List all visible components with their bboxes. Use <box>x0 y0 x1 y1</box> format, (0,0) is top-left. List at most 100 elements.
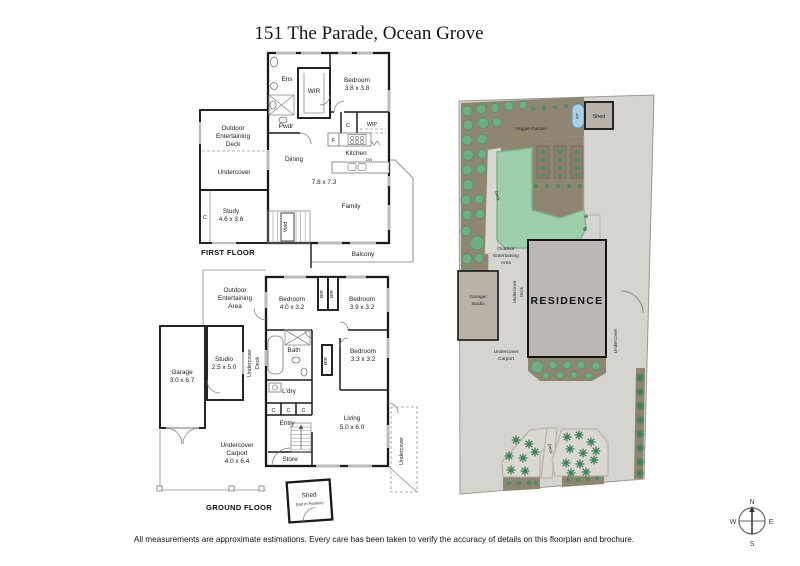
site-shed-label: Shed <box>593 114 606 120</box>
compass-north-arrow <box>749 506 755 512</box>
gf-undercover-outline <box>390 406 418 493</box>
room-label-carport-1: Undercover <box>220 442 254 449</box>
compass-n-label: N <box>749 497 754 506</box>
site-plan: WT Shed Veggie Garden <box>457 94 655 495</box>
room-label-oea-3: Area <box>228 303 242 310</box>
site-label-veggie-garden: Veggie Garden <box>515 126 547 132</box>
gf-garage-door-arcs <box>165 427 200 445</box>
site-trees <box>460 100 528 278</box>
compass-rose: N E S W <box>730 497 774 548</box>
room-dims-garage: 3.0 x 6.7 <box>170 377 195 384</box>
room-label-pwdr: Pwdr <box>279 123 294 130</box>
room-label-fridge: F <box>332 138 336 144</box>
room-label-study: Study <box>223 208 240 215</box>
ff-windows <box>198 51 391 245</box>
room-label-family: Family <box>342 203 362 210</box>
room-label-dw: DW <box>366 157 373 162</box>
room-label-balcony: Balcony <box>352 251 376 258</box>
site-residence <box>527 239 607 358</box>
room-label-oea-2: Entertaining <box>218 295 253 302</box>
gf-undercover-diagonal <box>387 465 418 493</box>
site-label-residence: RESIDENCE <box>531 295 604 307</box>
room-label-bed3: Bedroom <box>350 348 376 355</box>
site-label-deck-upper: Deck <box>494 190 502 202</box>
ff-study-outline <box>199 189 269 244</box>
room-label-kitchen: Kitchen <box>345 150 367 157</box>
room-label-c1: C <box>272 408 276 414</box>
site-garage-studio <box>457 270 499 341</box>
gf-studio-door-arc <box>206 379 221 394</box>
ground-floor-plan: Shed (Not In Position) Outdoor Entertain… <box>156 269 418 524</box>
room-label-living: Living <box>344 415 361 422</box>
site-label-carport-2: Carport <box>498 356 515 362</box>
room-label-ens: Ens <box>281 76 292 83</box>
room-dims-bed2: 3.9 x 3.2 <box>350 304 375 311</box>
site-label-oea-3: Area <box>501 260 511 266</box>
ff-kitchen-fittings <box>327 132 390 174</box>
site-label-undercover-deck-2: Deck <box>519 286 524 297</box>
gf-shed: Shed (Not In Position) <box>285 478 334 524</box>
ff-outdoor-deck-outline <box>199 109 269 191</box>
room-label-undercover-deck-1: Undercover <box>247 349 253 377</box>
room-label-studio: Studio <box>215 356 234 363</box>
room-dims-living-area: 7.8 x 7.3 <box>312 179 337 186</box>
gf-carport-outline <box>156 430 266 492</box>
ff-ensuite-fixtures <box>268 56 295 124</box>
gf-windows <box>264 275 390 468</box>
room-label-bir2: BIR <box>329 289 335 298</box>
ff-wir-outline <box>297 67 331 119</box>
site-driveway-edge <box>583 136 601 243</box>
room-label-carport-2: Carport <box>226 450 248 457</box>
room-label-wip: WIP <box>367 122 378 128</box>
room-dims-carport: 4.0 x 6.4 <box>225 458 250 465</box>
gf-door-arcs <box>253 307 399 467</box>
site-planter-boxes <box>536 145 584 179</box>
room-dims-study: 4.6 x 3.6 <box>219 216 244 223</box>
shed-label: Shed <box>301 491 317 499</box>
disclaimer-text: All measurements are approximate estimat… <box>134 535 634 544</box>
gf-stairs <box>290 422 312 453</box>
first-floor-plan: Ens WIR Bedroom 3.8 x 3.8 Pwdr C WIP F D… <box>198 51 414 268</box>
room-label-oea-1: Outdoor <box>223 287 247 294</box>
room-label-study-cupboard: C <box>203 215 207 221</box>
room-label-c3: C <box>302 408 306 414</box>
room-label-undercover-right: Undercover <box>399 437 405 465</box>
room-label-ldry: L'dry <box>282 388 296 395</box>
ground-floor-title: GROUND FLOOR <box>206 503 272 512</box>
site-label-undercover-deck-1: Undercover <box>512 280 517 303</box>
room-dims-studio: 2.5 x 5.0 <box>212 364 237 371</box>
room-label-bed1: Bedroom <box>279 296 305 303</box>
site-shrubs <box>530 360 601 380</box>
room-label-garage: Garage <box>171 369 193 376</box>
site-label-deck-lower: Deck <box>547 443 554 455</box>
compass-w-label: W <box>730 517 737 526</box>
site-label-garage-2: Studio <box>471 301 485 307</box>
room-label-bedroom: Bedroom <box>344 77 370 84</box>
room-label-bed2: Bedroom <box>349 296 375 303</box>
site-label-carport-1: Undercover <box>494 349 519 355</box>
room-label-bir1: BIR <box>319 289 325 298</box>
room-label-wir: WIR <box>308 88 321 95</box>
ff-door-arcs <box>299 94 345 145</box>
room-label-entry: Entry <box>280 420 296 427</box>
room-label-outdoor-deck-2: Entertaining <box>216 133 251 140</box>
site-label-oea-2: Entertaining <box>493 253 519 259</box>
room-label-outdoor-deck-3: Deck <box>226 141 241 148</box>
site-small-plants <box>507 102 600 486</box>
gf-studio-outline <box>206 325 244 401</box>
gf-bath-fixtures <box>267 329 311 393</box>
ff-wip-shelves <box>360 128 386 134</box>
gf-garage-outline <box>159 325 206 429</box>
room-dims-bed1: 4.0 x 3.2 <box>280 304 305 311</box>
room-label-bir3: BIR <box>323 356 329 365</box>
compass-s-label: S <box>750 539 755 548</box>
room-label-undercover: Undercover <box>217 169 251 176</box>
room-label-outdoor-deck-1: Outdoor <box>221 125 245 132</box>
room-label-store: Store <box>282 456 298 463</box>
room-dims-bedroom: 3.8 x 3.8 <box>345 85 370 92</box>
room-label-void: Void <box>283 222 289 233</box>
ff-wir-rail <box>303 73 325 114</box>
compass-e-label: E <box>769 517 774 526</box>
water-tank-label: WT <box>575 112 580 119</box>
